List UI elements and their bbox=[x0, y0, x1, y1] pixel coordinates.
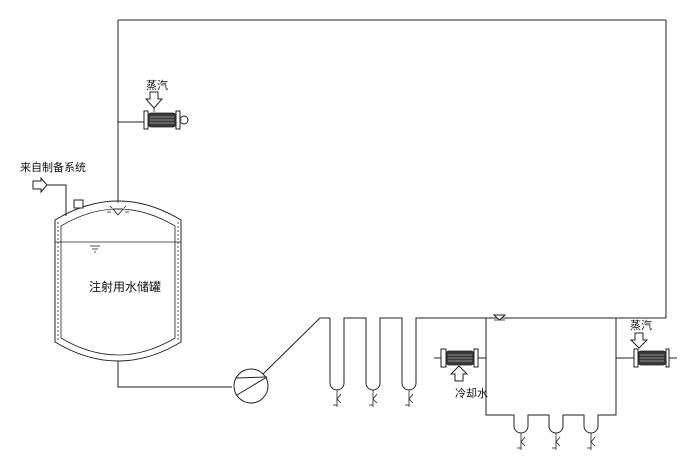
cooling-water-arrow-icon bbox=[449, 365, 469, 382]
valve-icon bbox=[517, 433, 526, 450]
tank-nozzle bbox=[73, 199, 84, 209]
top-heat-exchanger: 蒸汽 bbox=[143, 78, 189, 130]
valve-icon bbox=[369, 390, 378, 407]
valve-icon bbox=[405, 390, 414, 407]
return-loop-piping bbox=[117, 19, 677, 359]
valve-icon bbox=[333, 390, 342, 407]
cooler-heat-exchanger: 冷却水 bbox=[440, 348, 488, 400]
steam-label-top: 蒸汽 bbox=[146, 78, 168, 92]
use-point-valves bbox=[333, 390, 414, 407]
distribution-piping bbox=[262, 314, 616, 391]
storage-tank: 注射用水储罐 bbox=[54, 199, 182, 362]
valve-icon bbox=[552, 433, 561, 450]
steam-arrow-icon bbox=[144, 91, 164, 109]
cooling-water-label: 冷却水 bbox=[455, 387, 488, 400]
right-heat-exchanger: 蒸汽 bbox=[629, 318, 670, 368]
steam-arrow-icon bbox=[629, 332, 649, 349]
valve-icon bbox=[587, 433, 596, 450]
pump-icon bbox=[233, 368, 269, 404]
tank-label: 注射用水储罐 bbox=[89, 279, 161, 294]
source-label: 来自制备系统 bbox=[20, 160, 86, 174]
inlet-arrow-icon bbox=[32, 176, 48, 194]
pump-suction-line bbox=[117, 361, 232, 388]
cooling-sub-loop bbox=[434, 318, 617, 450]
check-valve-icon bbox=[492, 314, 507, 321]
spray-ball-icon bbox=[107, 200, 129, 216]
feed-inlet: 来自制备系统 bbox=[20, 160, 86, 216]
steam-label-right: 蒸汽 bbox=[630, 318, 652, 332]
